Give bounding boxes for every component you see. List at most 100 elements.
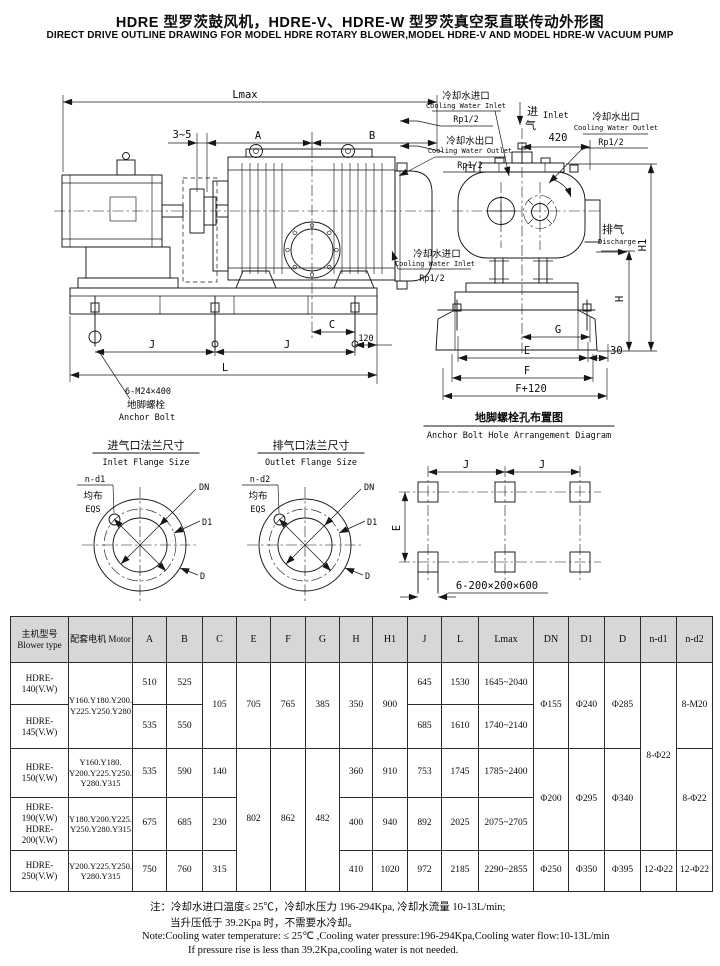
inlet-flange-title-en: Inlet Flange Size	[103, 458, 190, 468]
inlet-flange-eqs-cn: 均布	[83, 490, 102, 502]
table-cell: 685	[407, 704, 442, 749]
table-cell: Φ200	[533, 748, 569, 851]
inlet-label-cn1: 进	[527, 105, 538, 118]
cooling-inlet-label-cn: 冷却水进口	[442, 90, 490, 102]
col-header-n-d1: n-d1	[640, 616, 677, 663]
outlet-flange-diagram: 排气口法兰尺寸 Outlet Flange Size DN D1 D n-d2 …	[242, 438, 377, 603]
dim-f: F	[524, 365, 530, 377]
col-header-n-d2: n-d2	[676, 616, 713, 663]
cooling-outlet-label-cn: 冷却水出口	[446, 135, 494, 147]
table-cell: 140	[202, 748, 237, 798]
dim-l: L	[222, 362, 228, 374]
motor-cell: Y200.Y225.Y250. Y280.Y315	[68, 850, 133, 892]
cooling-inlet2-label-en: Cooling Water Inlet	[395, 260, 475, 268]
anchor-bolt-label-en: Anchor Bolt	[119, 413, 175, 423]
col-header-blower-type: 主机型号 Blower type	[10, 616, 69, 663]
outlet-flange-title-en: Outlet Flange Size	[265, 458, 357, 468]
table-cell: 2025	[441, 797, 479, 851]
table-cell: 360	[339, 748, 373, 798]
dim-e: E	[524, 345, 530, 357]
table-cell: Φ340	[604, 748, 641, 851]
table-cell: Φ250	[533, 850, 569, 892]
cooling-outlet-rp: Rp1/2	[457, 161, 483, 171]
table-cell: 1610	[441, 704, 479, 749]
col-header-h: H	[339, 616, 373, 663]
dim-a: A	[255, 130, 262, 142]
outlet-flange-eqs-en: EQS	[250, 505, 265, 515]
col-header-g: G	[305, 616, 340, 663]
table-cell: 1740~2140	[478, 704, 534, 749]
outlet-flange-d1: D1	[367, 518, 377, 528]
dim-c: C	[329, 319, 335, 331]
table-cell: 590	[166, 748, 203, 798]
note-line-en1: Note:Cooling water temperature: ≤ 25℃ ,C…	[142, 931, 610, 942]
table-cell: 105	[202, 662, 237, 749]
col-header-j: J	[407, 616, 442, 663]
col-header-a: A	[132, 616, 167, 663]
note-line-cn2: 当升压低于 39.2Kpa 时，不需要水冷却。	[170, 918, 359, 929]
outlet-flange-title-cn: 排气口法兰尺寸	[273, 438, 350, 452]
end-view-linework: 进 气 Inlet 420	[435, 102, 636, 356]
inlet-flange-title-cn: 进气口法兰尺寸	[108, 438, 185, 452]
bolt-diagram-e: E	[391, 525, 403, 531]
outlet-flange-n-d2: n-d2	[250, 475, 270, 485]
table-cell: Φ155	[533, 662, 569, 749]
table-cell: 2185	[441, 850, 479, 892]
inlet-flange-n-d1: n-d1	[85, 475, 105, 485]
table-cell: 410	[339, 850, 373, 892]
table-cell: 972	[407, 850, 442, 892]
table-cell: 2290~2855	[478, 850, 534, 892]
table-cell: Φ240	[568, 662, 605, 749]
inlet-label-en: Inlet	[543, 111, 569, 121]
table-row: HDRE- 150(V.W) Y160.Y180. Y200.Y225.Y250…	[10, 748, 713, 892]
table-cell: 8-Φ22	[640, 662, 677, 851]
dim-b: B	[369, 130, 375, 142]
anchor-bolt-spec: 6-M24×400	[125, 387, 171, 397]
blower-type-cell: HDRE- 145(V.W)	[10, 704, 69, 749]
bolt-diagram-spec: 6-200×200×600	[456, 580, 538, 592]
dim-gap: 3~5	[173, 129, 192, 141]
table-cell: 385	[305, 662, 340, 749]
col-header-b: B	[166, 616, 203, 663]
table-cell: Φ395	[604, 850, 641, 892]
col-header-dn: DN	[533, 616, 569, 663]
cooling-outlet2-rp: Rp1/2	[598, 138, 624, 148]
anchor-bolt-label-cn: 地脚螺栓	[127, 399, 166, 411]
table-cell: 315	[202, 850, 237, 892]
table-cell: 753	[407, 748, 442, 798]
table-row: HDRE- 250(V.W) Y200.Y225.Y250. Y280.Y315…	[10, 850, 713, 892]
dim-30: 30	[610, 345, 623, 357]
cooling-outlet2-label-en: Cooling Water Outlet	[574, 124, 658, 132]
cooling-water-labels: 冷却水进口 Cooling Water Inlet Rp1/2 冷却水出口 Co…	[391, 90, 658, 284]
table-cell: 350	[339, 662, 373, 749]
note-line-cn1: 注：冷却水进口温度≤ 25℃，冷却水压力 196-294Kpa, 冷却水流量 1…	[150, 902, 506, 913]
table-cell: 525	[166, 662, 203, 705]
table-cell: 892	[407, 797, 442, 851]
table-cell: 940	[372, 797, 408, 851]
inlet-flange-diagram: 进气口法兰尺寸 Inlet Flange Size DN D1 D n-d1 均…	[77, 438, 212, 603]
motor-cell: Y160.Y180.Y200. Y225.Y250.Y280	[68, 662, 133, 749]
table-cell: Φ295	[568, 748, 605, 851]
table-cell: 550	[166, 704, 203, 749]
table-cell: 1530	[441, 662, 479, 705]
anchor-bolt-hole-diagram: 地脚螺栓孔布置图 Anchor Bolt Hole Arrangement Di…	[391, 410, 615, 601]
table-cell: 230	[202, 797, 237, 851]
dim-j2: J	[284, 339, 290, 351]
table-cell: 400	[339, 797, 373, 851]
table-cell: 705	[236, 662, 271, 749]
blower-type-cell: HDRE- 140(V.W)	[10, 662, 69, 705]
table-cell: 8-M20	[676, 662, 713, 749]
end-view-dimensions: H1 H G E 30 F F+120	[442, 163, 657, 400]
table-cell: 1020	[372, 850, 408, 892]
table-cell: 1745	[441, 748, 479, 798]
table-cell: 760	[166, 850, 203, 892]
dim-420: 420	[549, 132, 568, 144]
table-cell: 802	[236, 748, 271, 892]
col-header-motor: 配套电机 Motor	[68, 616, 133, 663]
blower-type-cell: HDRE- 150(V.W)	[10, 748, 69, 798]
col-header-f: F	[270, 616, 306, 663]
col-header-c: C	[202, 616, 237, 663]
table-cell: 1785~2400	[478, 748, 534, 798]
motor-cell: Y160.Y180. Y200.Y225.Y250. Y280.Y315	[68, 748, 133, 798]
inlet-label-cn2: 气	[525, 118, 536, 132]
